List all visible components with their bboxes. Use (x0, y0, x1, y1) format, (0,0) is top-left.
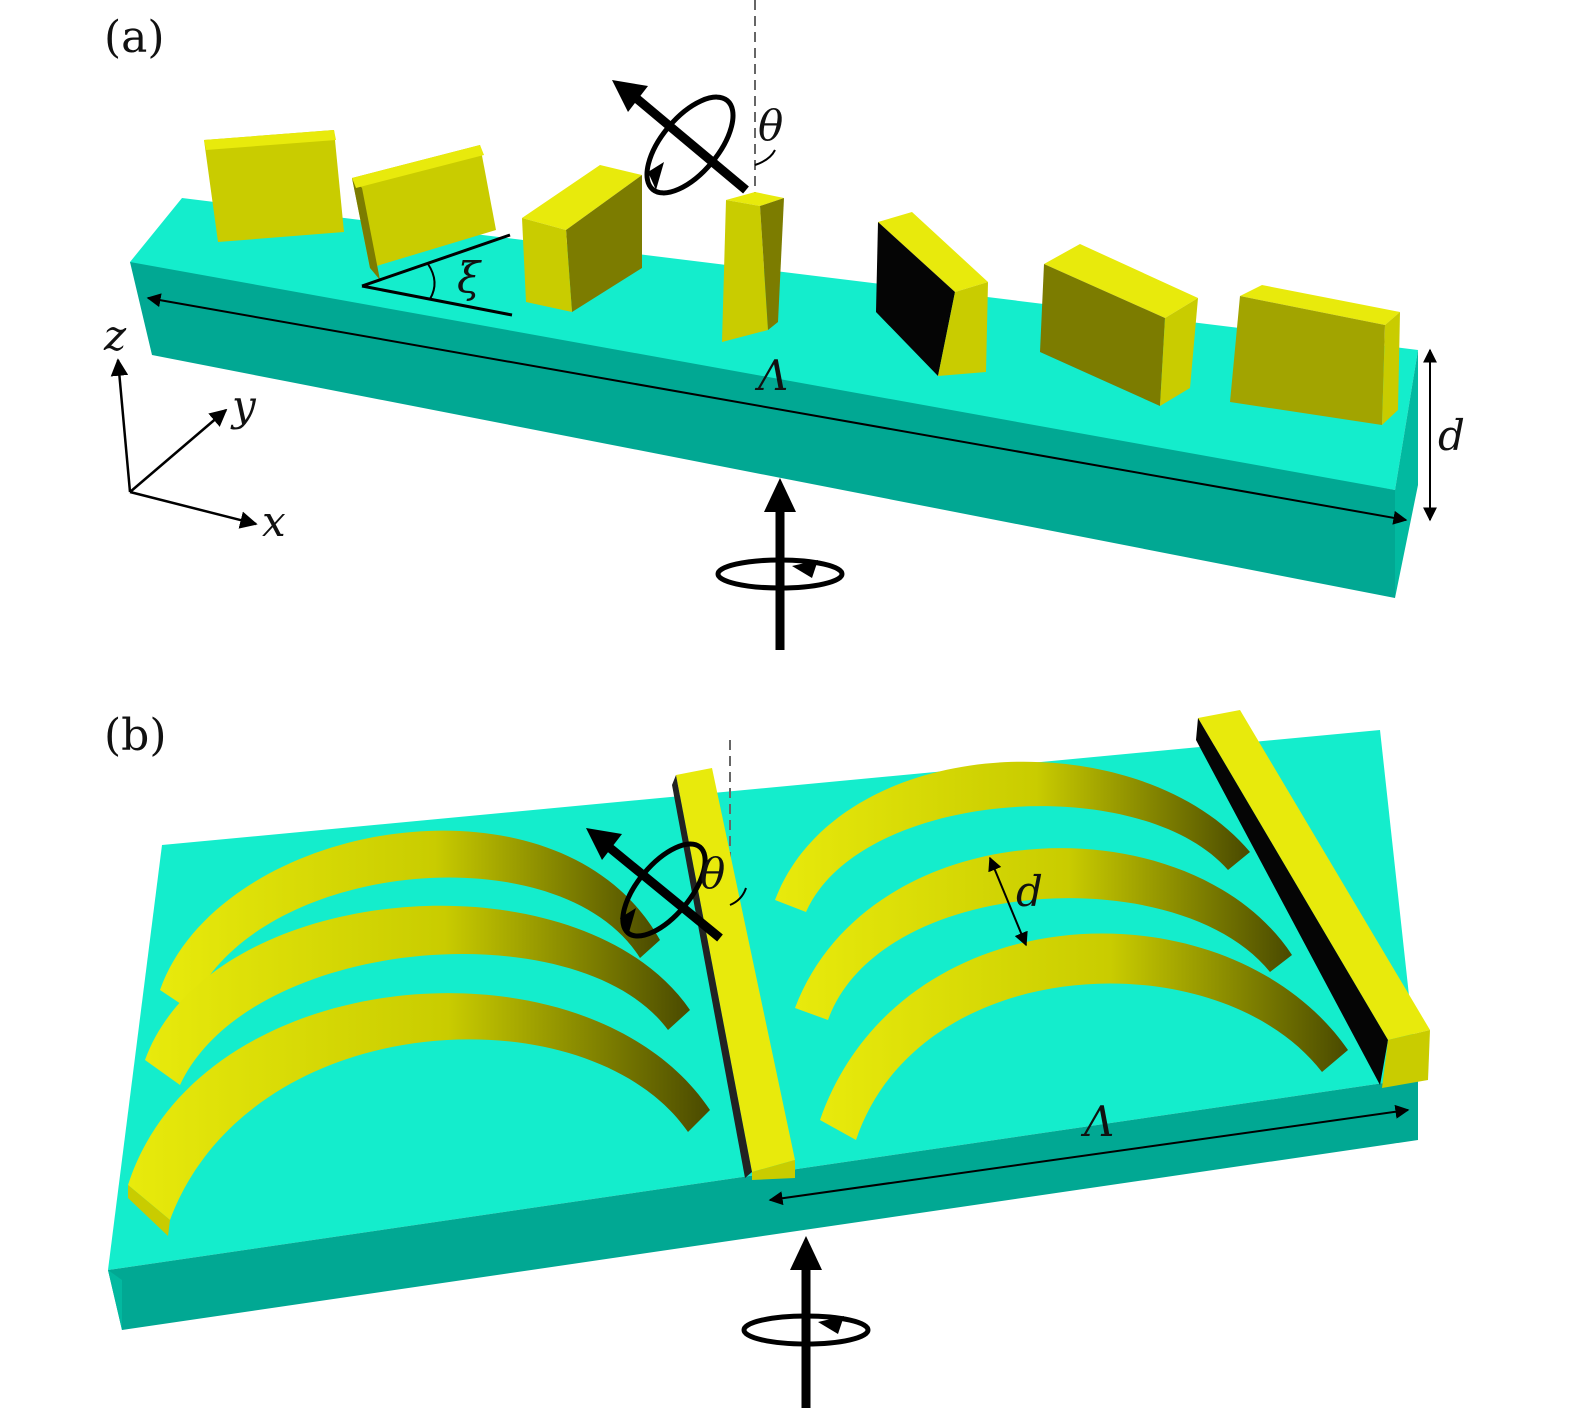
xi-label: ξ (457, 253, 482, 302)
antenna-a-7 (1230, 285, 1400, 425)
theta-label-a: θ (758, 101, 783, 150)
xi-line-upper (361, 233, 511, 288)
right-arcs (775, 761, 1348, 1140)
antenna-a-1 (204, 130, 344, 242)
axis-x-label: x (262, 497, 286, 546)
incident-beam-b (741, 1236, 871, 1408)
panel-b-label: (b) (104, 710, 167, 761)
substrate-b-left (108, 1270, 122, 1330)
period-arrow-b (768, 1104, 1410, 1206)
reflected-beam-a (612, 80, 776, 196)
spacing-arrow-b (988, 856, 1028, 947)
theta-label-b: θ (700, 849, 725, 898)
antenna-a-4 (722, 192, 784, 342)
arc-left-3 (128, 993, 710, 1220)
antenna-a-3 (522, 165, 642, 312)
arc-right-1 (775, 761, 1250, 912)
panel-b: (b) θ d Λ (104, 710, 1430, 1408)
axis-y-label: y (230, 381, 257, 430)
panel-a-label: (a) (104, 12, 165, 63)
thickness-label-a: d (1438, 411, 1465, 460)
period-arrow-a (146, 293, 1408, 525)
arc-right-3 (820, 933, 1348, 1140)
left-arcs (128, 830, 710, 1236)
period-label-b: Λ (1080, 1097, 1114, 1146)
period-label-a: Λ (754, 351, 788, 400)
spacing-label-b: d (1016, 867, 1043, 916)
coordinate-axes (110, 358, 258, 529)
antenna-a-2 (352, 145, 496, 280)
reflected-beam-b (586, 828, 747, 942)
arc-left-1 (160, 830, 660, 1010)
arc-left-2 (145, 905, 690, 1085)
axis-z-label: z (103, 311, 127, 360)
panel-a: (a) θ ξ Λ d z y x (103, 0, 1465, 650)
arc-right-2 (795, 848, 1292, 1020)
incident-beam-a (715, 478, 845, 650)
right-bar (1196, 710, 1430, 1088)
